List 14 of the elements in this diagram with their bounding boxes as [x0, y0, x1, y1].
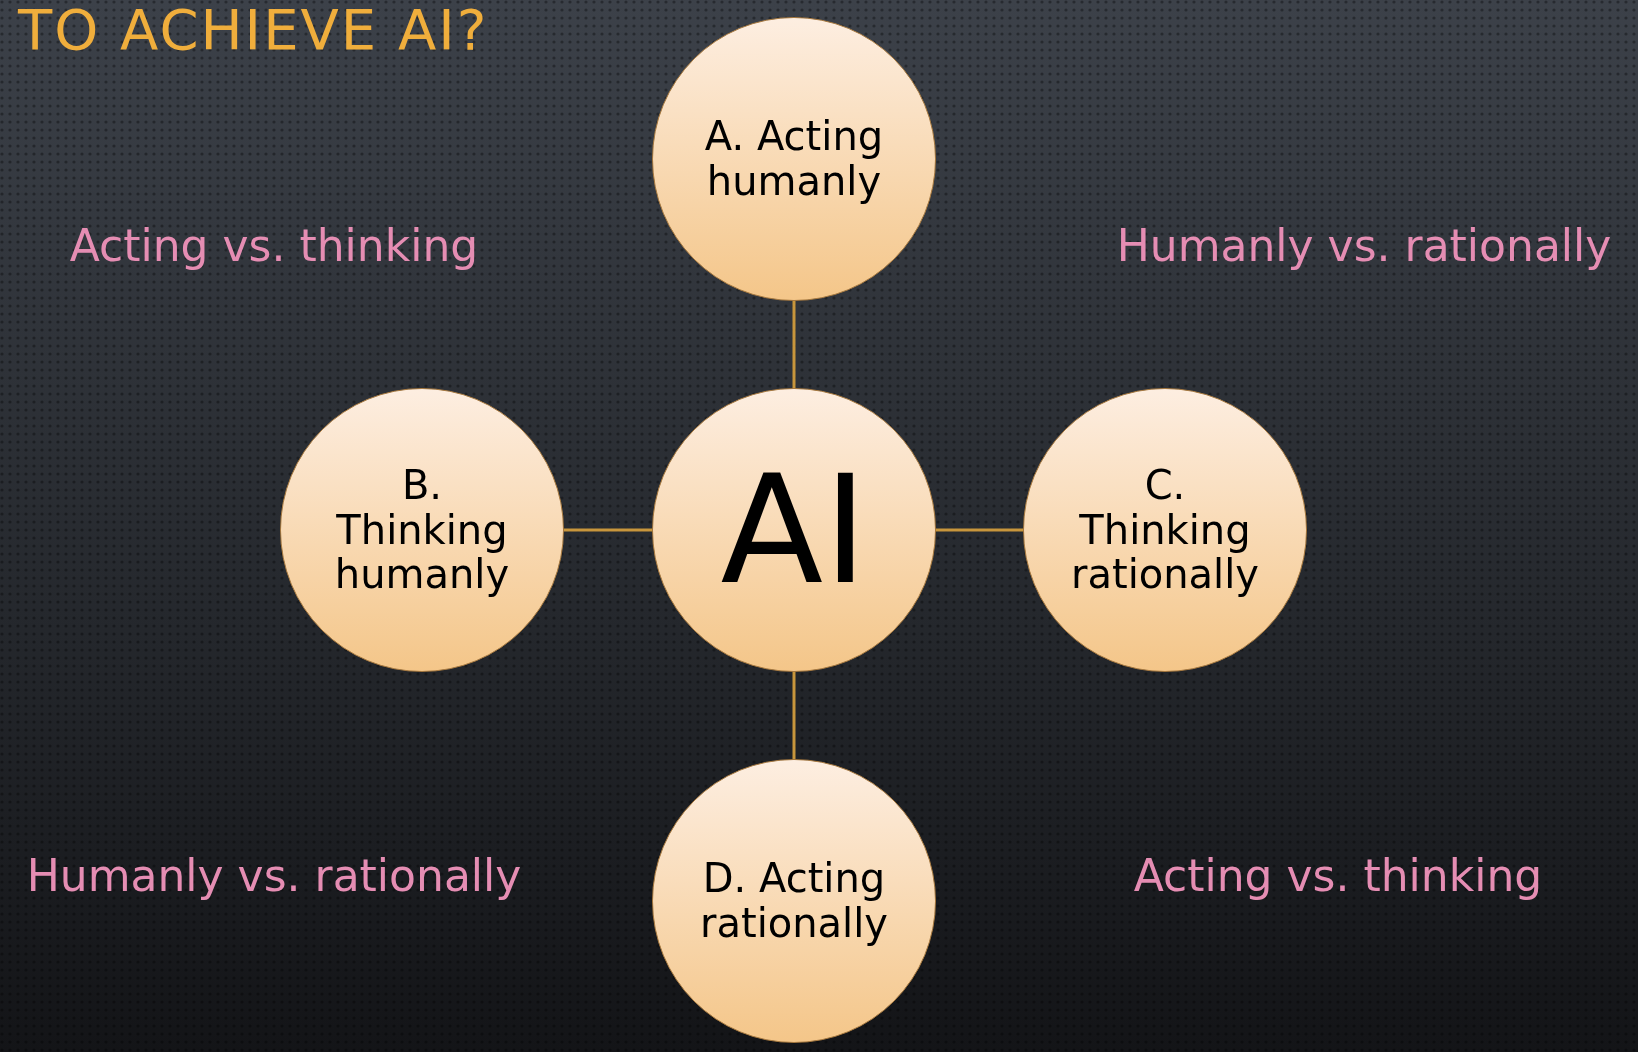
axis-note: Acting vs. thinking [69, 219, 479, 271]
connector-line [936, 528, 1023, 532]
node-label: B. Thinking humanly [333, 462, 511, 598]
center-label: AI [719, 446, 869, 614]
axis-note: Acting vs. thinking [1133, 849, 1543, 901]
axis-note: Humanly vs. rationally [1116, 219, 1612, 271]
node-label: D. Acting rationally [699, 856, 889, 946]
node-label: A. Acting humanly [703, 114, 885, 204]
slide-title: TO ACHIEVE AI? [18, 2, 489, 58]
connector-line [792, 301, 796, 388]
node-label: C. Thinking rationally [1070, 462, 1260, 598]
connector-line [564, 528, 652, 532]
axis-note: Humanly vs. rationally [26, 849, 522, 901]
connector-line [792, 672, 796, 759]
